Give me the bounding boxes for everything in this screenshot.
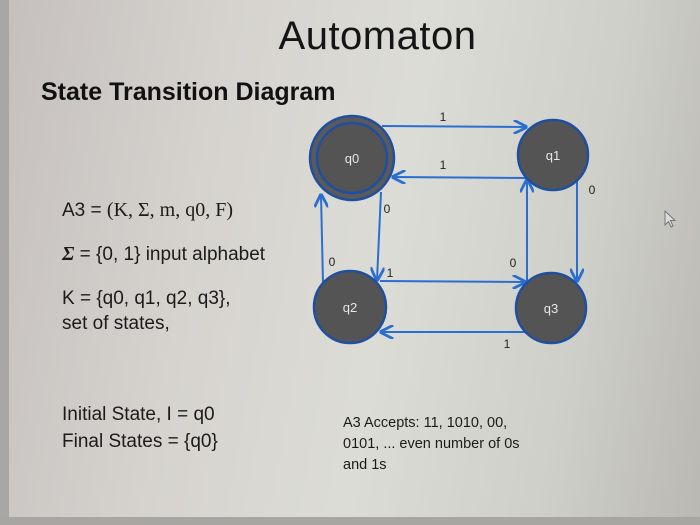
edge-q2-q0 (321, 195, 323, 284)
sigma-symbol: Σ (62, 243, 75, 265)
screen-bezel-bottom (0, 517, 700, 525)
automaton-tuple: A3 = (K, Σ, m, q0, F) (62, 199, 233, 222)
edge-label-q1-q0: 1 (440, 158, 447, 172)
state-node-q0: q0 (308, 114, 396, 202)
state-node-q1: q1 (516, 118, 590, 192)
tuple-body: (K, Σ, m, q0, F) (106, 199, 233, 221)
states-set-line1: K = {q0, q1, q2, q3}, (62, 288, 231, 309)
final-states: Final States = {q0} (62, 431, 218, 452)
edge-label-q3-q1: 0 (510, 256, 517, 270)
screen-bezel-left (0, 0, 9, 525)
alphabet-definition: Σ = {0, 1} input alphabet (62, 243, 265, 266)
edge-q0-q1 (381, 126, 526, 127)
mouse-pointer-icon (664, 210, 677, 228)
edge-label-q0-q1: 1 (440, 110, 447, 124)
accepts-line-2: 0101, ... even number of 0s (343, 436, 520, 452)
edge-label-q1-q3: 0 (589, 183, 596, 197)
slide-title: Automaton (278, 14, 477, 58)
accepts-line-1: A3 Accepts: 11, 1010, 00, (343, 415, 508, 431)
state-label-q0: q0 (345, 151, 359, 166)
alphabet-text: = {0, 1} input alphabet (74, 244, 266, 265)
accepts-line-3: and 1s (343, 457, 387, 473)
edge-label-q3-q2: 1 (504, 337, 511, 351)
state-label-q3: q3 (544, 301, 558, 316)
accepts-description: A3 Accepts: 11, 1010, 00, 0101, ... even… (343, 413, 520, 476)
edge-q0-q2 (377, 191, 381, 280)
state-node-q3: q3 (514, 271, 588, 345)
tuple-prefix: A3 = (62, 200, 107, 221)
state-label-q1: q1 (546, 148, 560, 163)
slide-subtitle: State Transition Diagram (41, 78, 336, 106)
state-node-q2: q2 (312, 269, 388, 345)
initial-state: Initial State, I = q0 (62, 404, 215, 425)
edge-label-q0-q2: 0 (384, 202, 391, 216)
edge-label-q2-q3: 1 (387, 266, 394, 280)
states-set-line2: set of states, (62, 313, 170, 334)
edge-q2-q3 (379, 281, 525, 282)
edge-q1-q0 (393, 177, 529, 178)
state-label-q2: q2 (343, 300, 357, 315)
edge-label-q2-q0: 0 (329, 255, 336, 269)
